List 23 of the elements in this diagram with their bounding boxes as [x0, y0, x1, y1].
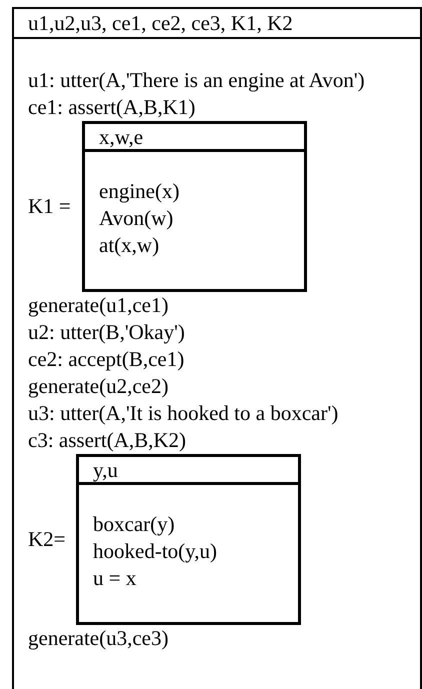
condition-text: generate(u1,ce1)	[28, 293, 168, 317]
discourse-referents: x,w,e	[99, 125, 144, 149]
condition-text: Avon(w)	[99, 206, 174, 230]
box-label: K1 =	[28, 192, 72, 220]
condition-text: hooked-to(y,u)	[93, 539, 218, 563]
condition-text: u1: utter(A,'There is an engine at Avon')	[28, 68, 365, 92]
condition-text: engine(x)	[99, 179, 180, 203]
condition-text: ce1: assert(A,B,K1)	[28, 95, 196, 119]
box-label: K2=	[28, 526, 67, 553]
discourse-referents: u1,u2,u3, ce1, ce2, ce3, K1, K2	[28, 11, 293, 35]
drs-box	[76, 454, 301, 625]
condition-text: boxcar(y)	[93, 512, 175, 536]
drs-box	[12, 7, 422, 689]
condition-text: u = x	[93, 566, 136, 590]
drs-box	[82, 121, 307, 292]
discourse-referents: y,u	[93, 458, 118, 482]
condition-text: u3: utter(A,'It is hooked to a boxcar')	[28, 401, 338, 425]
condition-text: u2: utter(B,'Okay')	[28, 320, 185, 344]
condition-text: generate(u3,ce3)	[28, 626, 168, 650]
condition-text: generate(u2,ce2)	[28, 374, 168, 398]
condition-text: at(x,w)	[99, 233, 160, 257]
condition-text: c3: assert(A,B,K2)	[28, 428, 186, 452]
condition-text: ce2: accept(B,ce1)	[28, 347, 184, 371]
